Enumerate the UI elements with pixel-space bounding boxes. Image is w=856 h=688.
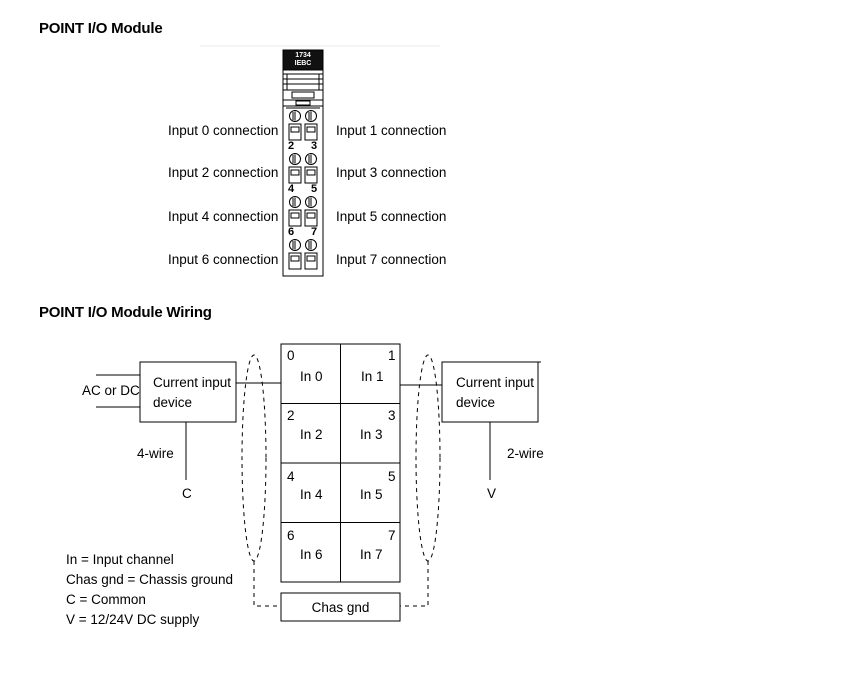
terminal-block xyxy=(288,110,318,270)
terminal-number-3: 3 xyxy=(311,140,318,152)
chassis-ground-label: Chas gnd xyxy=(311,600,370,615)
right-device-label-line1: Current input xyxy=(456,375,535,390)
module-grid xyxy=(280,343,401,583)
right-shield-loop xyxy=(415,354,441,562)
left-shield-loop xyxy=(241,354,267,562)
input-3-connection-label: Input 3 connection xyxy=(336,165,447,180)
cell-number-7: 7 xyxy=(388,528,396,543)
right-terminal-label: V xyxy=(487,486,497,501)
module-body xyxy=(282,49,324,277)
right-shield-ground-wire xyxy=(400,561,429,607)
module-section-title: POINT I/O Module xyxy=(39,20,163,37)
cell-label-in-2: In 2 xyxy=(300,427,323,442)
chassis-ground-box xyxy=(280,592,401,622)
cell-label-in-0: In 0 xyxy=(300,369,323,384)
right-device-label-line2: device xyxy=(456,395,496,410)
cell-label-in-3: In 3 xyxy=(360,427,383,442)
left-terminal-label: C xyxy=(182,486,192,501)
terminal-number-5: 5 xyxy=(311,183,318,195)
left-wire-type-label: 4-wire xyxy=(137,446,174,461)
cell-label-in-6: In 6 xyxy=(300,547,323,562)
input-1-connection-label: Input 1 connection xyxy=(336,123,447,138)
module-label-line2: IEBC xyxy=(294,60,312,67)
cell-label-in-1: In 1 xyxy=(361,369,384,384)
cell-number-0: 0 xyxy=(287,348,295,363)
legend-item-supply: V = 12/24V DC supply xyxy=(66,612,200,627)
module-label-line1: 1734 xyxy=(295,52,311,59)
left-supply-label: AC or DC xyxy=(82,383,140,398)
legend-item-common: C = Common xyxy=(66,592,146,607)
input-0-connection-label: Input 0 connection xyxy=(168,123,279,138)
cell-number-1: 1 xyxy=(388,348,396,363)
terminal-number-7: 7 xyxy=(311,226,318,238)
right-device-box xyxy=(441,361,539,423)
left-device-box xyxy=(139,361,237,423)
left-shield-ground-wire xyxy=(253,561,281,607)
cell-number-2: 2 xyxy=(287,408,295,423)
input-7-connection-label: Input 7 connection xyxy=(336,252,447,267)
input-5-connection-label: Input 5 connection xyxy=(336,209,447,224)
cell-label-in-4: In 4 xyxy=(300,487,323,502)
cell-label-in-5: In 5 xyxy=(360,487,383,502)
cell-number-6: 6 xyxy=(287,528,295,543)
input-2-connection-label: Input 2 connection xyxy=(168,165,279,180)
left-device-label-line1: Current input xyxy=(153,375,232,390)
input-4-connection-label: Input 4 connection xyxy=(168,209,279,224)
left-device-label-line2: device xyxy=(153,395,193,410)
cell-number-5: 5 xyxy=(388,469,396,484)
terminal-number-2: 2 xyxy=(288,140,295,152)
cell-label-in-7: In 7 xyxy=(360,547,383,562)
input-6-connection-label: Input 6 connection xyxy=(168,252,279,267)
cell-number-3: 3 xyxy=(388,408,396,423)
legend-item-input-channel: In = Input channel xyxy=(66,552,174,567)
terminal-number-6: 6 xyxy=(288,226,295,238)
cell-number-4: 4 xyxy=(287,469,295,484)
terminal-number-4: 4 xyxy=(288,183,295,195)
wiring-section-title: POINT I/O Module Wiring xyxy=(39,304,212,321)
legend-item-chassis-ground: Chas gnd = Chassis ground xyxy=(66,572,233,587)
right-wire-type-label: 2-wire xyxy=(507,446,544,461)
